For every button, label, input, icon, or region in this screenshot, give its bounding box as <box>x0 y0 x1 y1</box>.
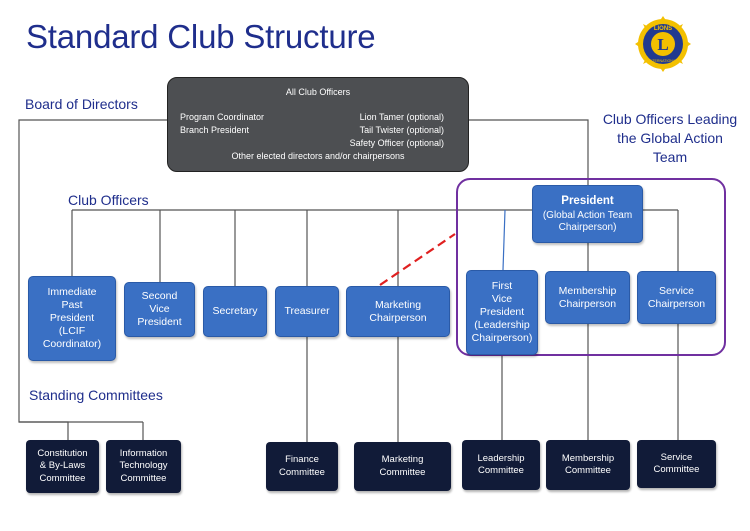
svg-text:INTERNATIONAL: INTERNATIONAL <box>649 59 678 63</box>
committee-marketing: Marketing Committee <box>354 442 451 491</box>
officer-immediate-past-president: Immediate Past President (LCIF Coordinat… <box>28 276 116 361</box>
board-of-directors-label: Board of Directors <box>25 96 138 112</box>
board-item: Safety Officer (optional) <box>349 138 444 148</box>
board-item: Tail Twister (optional) <box>359 125 444 135</box>
svg-text:L: L <box>657 35 668 54</box>
president-box: President (Global Action Team Chairperso… <box>532 185 643 243</box>
committee-membership: Membership Committee <box>546 440 630 490</box>
board-item: Lion Tamer (optional) <box>359 112 444 122</box>
officer-treasurer: Treasurer <box>275 286 339 337</box>
committee-leadership: Leadership Committee <box>462 440 540 490</box>
president-subtitle: (Global Action Team Chairperson) <box>542 209 633 233</box>
president-title: President <box>561 194 614 207</box>
officer-membership-chairperson: Membership Chairperson <box>545 271 630 324</box>
officer-service-chairperson: Service Chairperson <box>637 271 716 324</box>
officer-second-vice-president: Second Vice President <box>124 282 195 337</box>
officer-first-vice-president: First Vice President (Leadership Chairpe… <box>466 270 538 355</box>
committee-service: Service Committee <box>637 440 716 488</box>
board-footer: Other elected directors and/or chairpers… <box>231 151 405 161</box>
officer-secretary: Secretary <box>203 286 267 337</box>
svg-text:LIONS: LIONS <box>654 26 672 32</box>
board-heading: All Club Officers <box>285 87 351 97</box>
global-action-team-frame <box>456 178 726 356</box>
board-item: Program Coordinator <box>180 112 265 122</box>
committee-constitution: Constitution & By-Laws Committee <box>26 440 99 493</box>
club-officers-label: Club Officers <box>68 192 149 208</box>
standing-committees-label: Standing Committees <box>29 387 163 403</box>
gat-label: Club Officers Leading the Global Action … <box>602 111 738 165</box>
all-club-officers-box: All Club Officers Program Coordinator Br… <box>167 77 469 172</box>
committee-finance: Finance Committee <box>266 442 338 491</box>
committee-information-technology: Information Technology Committee <box>106 440 181 493</box>
dashed-link-line <box>379 233 456 286</box>
page-title: Standard Club Structure <box>26 18 376 55</box>
lions-international-logo: L LIONS INTERNATIONAL <box>633 14 693 74</box>
board-item: Branch President <box>180 125 250 135</box>
officer-marketing-chairperson: Marketing Chairperson <box>346 286 450 337</box>
